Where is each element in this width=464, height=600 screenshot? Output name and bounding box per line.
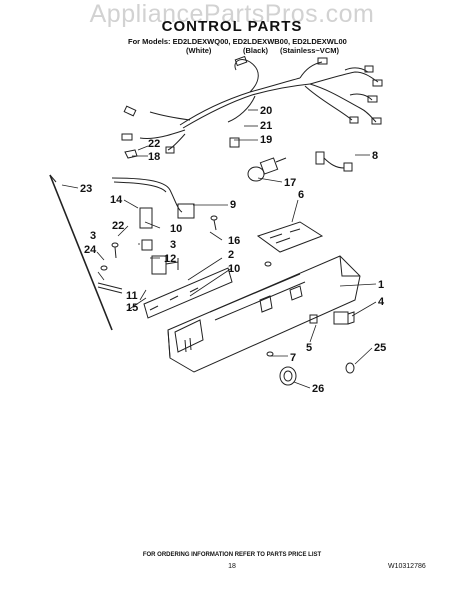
callout-2: 2 (228, 249, 234, 261)
knob-26 (279, 366, 297, 386)
callout-25: 25 (374, 342, 386, 354)
page-title: CONTROL PARTS (161, 18, 303, 35)
control-housing-1 (167, 255, 361, 373)
part-5 (309, 314, 318, 324)
watermark: AppliancePartsPros.com (89, 0, 375, 28)
switch-4 (333, 311, 355, 325)
color-black: (Black) (243, 46, 269, 55)
harness-8 (315, 151, 353, 172)
capillary-tip (49, 174, 57, 183)
bulb-17 (247, 166, 265, 182)
shaft-11 (97, 282, 123, 294)
callout-24: 24 (84, 244, 97, 256)
callout-22-mid: 22 (112, 220, 124, 232)
callout-22-top: 22 (148, 138, 160, 150)
screw-22 (111, 242, 119, 248)
callout-10-lower: 10 (228, 263, 240, 275)
part-25 (345, 362, 355, 374)
callout-18: 18 (148, 151, 160, 163)
leader-lines (61, 109, 377, 389)
control-board-6 (256, 221, 324, 253)
bracket-2 (143, 267, 233, 319)
callout-4: 4 (378, 296, 385, 308)
color-stainless: (Stainless~VCM) (280, 46, 339, 55)
callout-7: 7 (290, 352, 296, 364)
callout-21: 21 (260, 120, 272, 132)
screw-16-shaft (213, 219, 217, 231)
callout-3-left: 3 (90, 230, 96, 242)
screw-16 (210, 215, 218, 221)
temperature-control-assembly (111, 177, 195, 275)
callout-14: 14 (110, 194, 123, 206)
callout-9: 9 (230, 199, 236, 211)
models-line: For Models: ED2LDEXWQ00, ED2LDEXWB00, ED… (128, 37, 347, 46)
callout-16: 16 (228, 235, 240, 247)
screw-top (264, 261, 272, 267)
callout-3-mid: 3 (170, 239, 176, 251)
callout-10-upper: 10 (170, 223, 182, 235)
wire-harness (121, 55, 383, 154)
color-white: (White) (186, 46, 212, 55)
callout-5: 5 (306, 342, 312, 354)
lamp-socket-19 (259, 157, 287, 175)
page-number: 18 (228, 563, 236, 570)
ordering-note: FOR ORDERING INFORMATION REFER TO PARTS … (142, 552, 322, 558)
callout-12: 12 (164, 253, 176, 265)
callout-8: 8 (372, 150, 378, 162)
callout-26: 26 (312, 383, 324, 395)
callout-20: 20 (260, 105, 272, 117)
callout-19: 19 (260, 134, 272, 146)
screw-22-shaft (114, 246, 117, 259)
callout-23: 23 (80, 183, 92, 195)
capillary-23 (49, 174, 113, 331)
washer-24 (100, 265, 108, 271)
clip-22 (124, 149, 138, 159)
connector-21 (229, 137, 240, 148)
callout-6: 6 (298, 189, 304, 201)
callout-11: 11 (126, 290, 138, 302)
callout-17: 17 (284, 177, 296, 189)
callout-15: 15 (126, 302, 138, 314)
callout-1: 1 (378, 279, 384, 291)
document-id: W10312786 (388, 563, 426, 570)
screw-7 (266, 351, 274, 357)
